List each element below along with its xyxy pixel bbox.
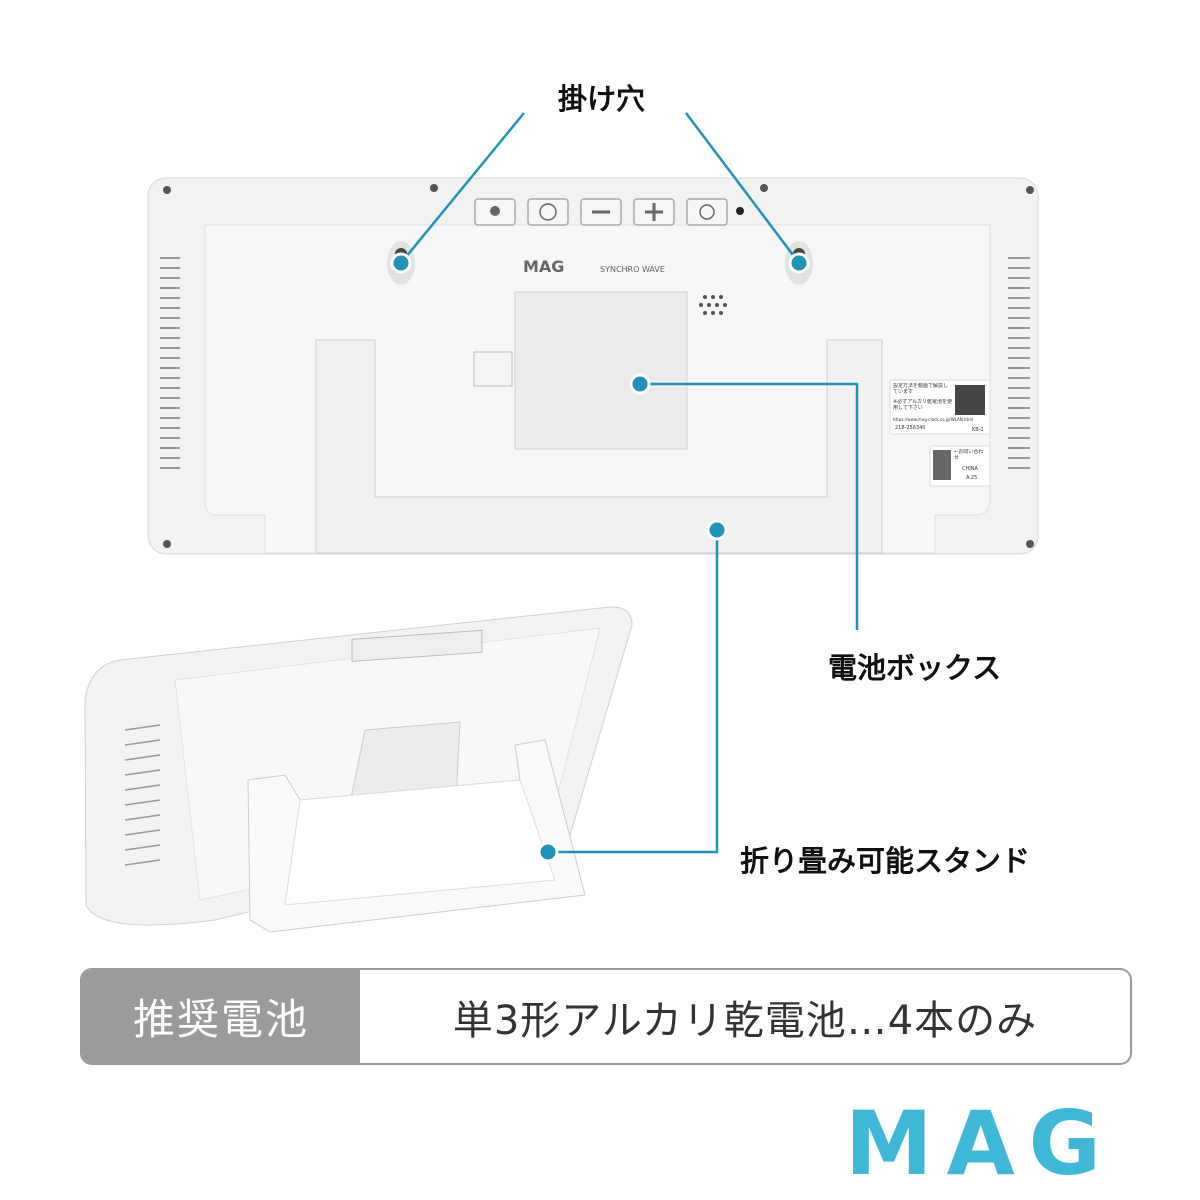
callout-battery-box: 電池ボックス <box>828 651 1002 685</box>
vent-left <box>160 257 180 469</box>
button-glyphs <box>539 203 715 221</box>
callout-folding-stand: 折り畳み可能スタンド <box>740 844 1031 878</box>
spec-label: 推奨電池 <box>82 970 360 1063</box>
button-row <box>474 198 728 226</box>
qr-code-small <box>933 450 951 480</box>
sticker-line2: ※必ずアルカリ乾電池を使用して下さい <box>893 399 952 411</box>
speaker-holes <box>699 295 727 315</box>
callout-lines <box>400 112 859 854</box>
device-model-line: SYNCHRO WAVE <box>600 265 665 274</box>
vent-right <box>1008 257 1030 469</box>
mag-logo: MAG <box>845 1092 1115 1195</box>
device-brand: MAG <box>523 257 564 276</box>
sticker-url: https://www.mag-clock.co.jp/WLAN.html <box>893 417 974 422</box>
sticker-lot: A.25 <box>966 475 978 481</box>
clock-angled-view <box>84 606 633 933</box>
sticker-inquiry: ←お問い合わせ <box>954 449 984 461</box>
sticker-origin: CHINA <box>962 466 978 472</box>
stand-back <box>315 339 883 554</box>
sticker-line1: 設定方法を動画で解説しています <box>893 383 949 395</box>
callout-dots <box>390 252 810 863</box>
clock-back-view: MAG SYNCHRO WAVE <box>147 177 1039 555</box>
callout-hanging-holes: 掛け穴 <box>558 82 646 116</box>
screws <box>163 184 1034 548</box>
battery-spec-box: 推奨電池 単3形アルカリ乾電池…4本のみ <box>80 968 1132 1065</box>
spec-value: 単3形アルカリ乾電池…4本のみ <box>452 997 1038 1044</box>
qr-code <box>955 385 985 415</box>
sticker-code: 218-256340 <box>895 425 926 431</box>
battery-box-cover <box>514 291 688 450</box>
sticker-model: KB-1 <box>972 427 984 433</box>
